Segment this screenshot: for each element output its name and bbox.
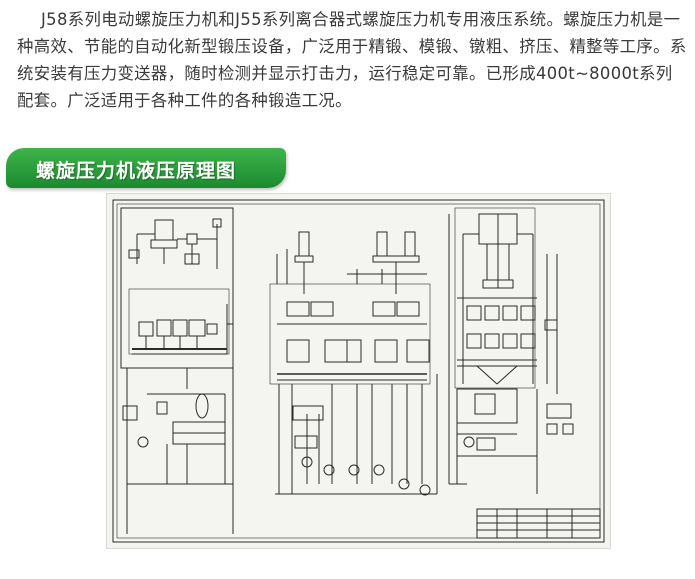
schematic-drawing — [112, 199, 605, 543]
intro-paragraph: J58系列电动螺旋压力机和J55系列离合器式螺旋压力机专用液压系统。螺旋压力机是… — [17, 10, 687, 110]
section-title: 螺旋压力机液压原理图 — [36, 160, 237, 182]
title-block — [476, 508, 601, 539]
center-circuit — [269, 231, 438, 496]
right-circuit — [448, 207, 574, 494]
section-header: 螺旋压力机液压原理图 — [6, 148, 286, 188]
left-circuit — [120, 207, 234, 534]
hydraulic-schematic-diagram — [106, 193, 611, 549]
intro-text: J58系列电动螺旋压力机和J55系列离合器式螺旋压力机专用液压系统。螺旋压力机是… — [17, 6, 689, 114]
